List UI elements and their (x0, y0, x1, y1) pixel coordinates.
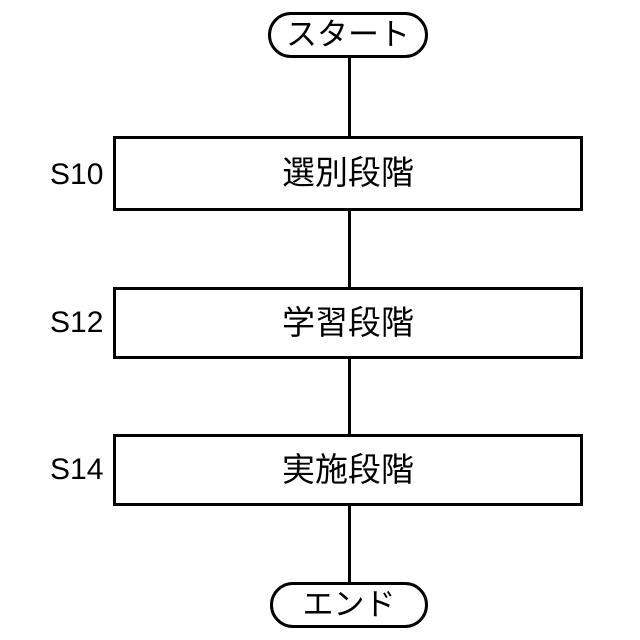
process-box-s14-label: 実施段階 (282, 450, 414, 488)
process-box-s10-label: 選別段階 (282, 154, 414, 191)
process-box-s10: 選別段階 (113, 136, 583, 211)
connector-start-to-s10 (348, 57, 351, 137)
start-terminator-label: スタート (286, 16, 410, 52)
process-box-s12: 学習段階 (113, 287, 583, 359)
connector-s14-to-end (348, 505, 351, 583)
connector-s12-to-s14 (348, 358, 351, 435)
start-terminator: スタート (268, 12, 428, 58)
step-tag-s12: S12 (50, 306, 104, 339)
step-tag-s10: S10 (50, 158, 104, 191)
step-tag-s14: S14 (50, 453, 104, 486)
end-terminator: エンド (270, 582, 428, 628)
process-box-s14: 実施段階 (113, 434, 583, 506)
end-terminator-label: エンド (302, 586, 396, 622)
process-box-s12-label: 学習段階 (282, 303, 414, 341)
connector-s10-to-s12 (348, 210, 351, 288)
